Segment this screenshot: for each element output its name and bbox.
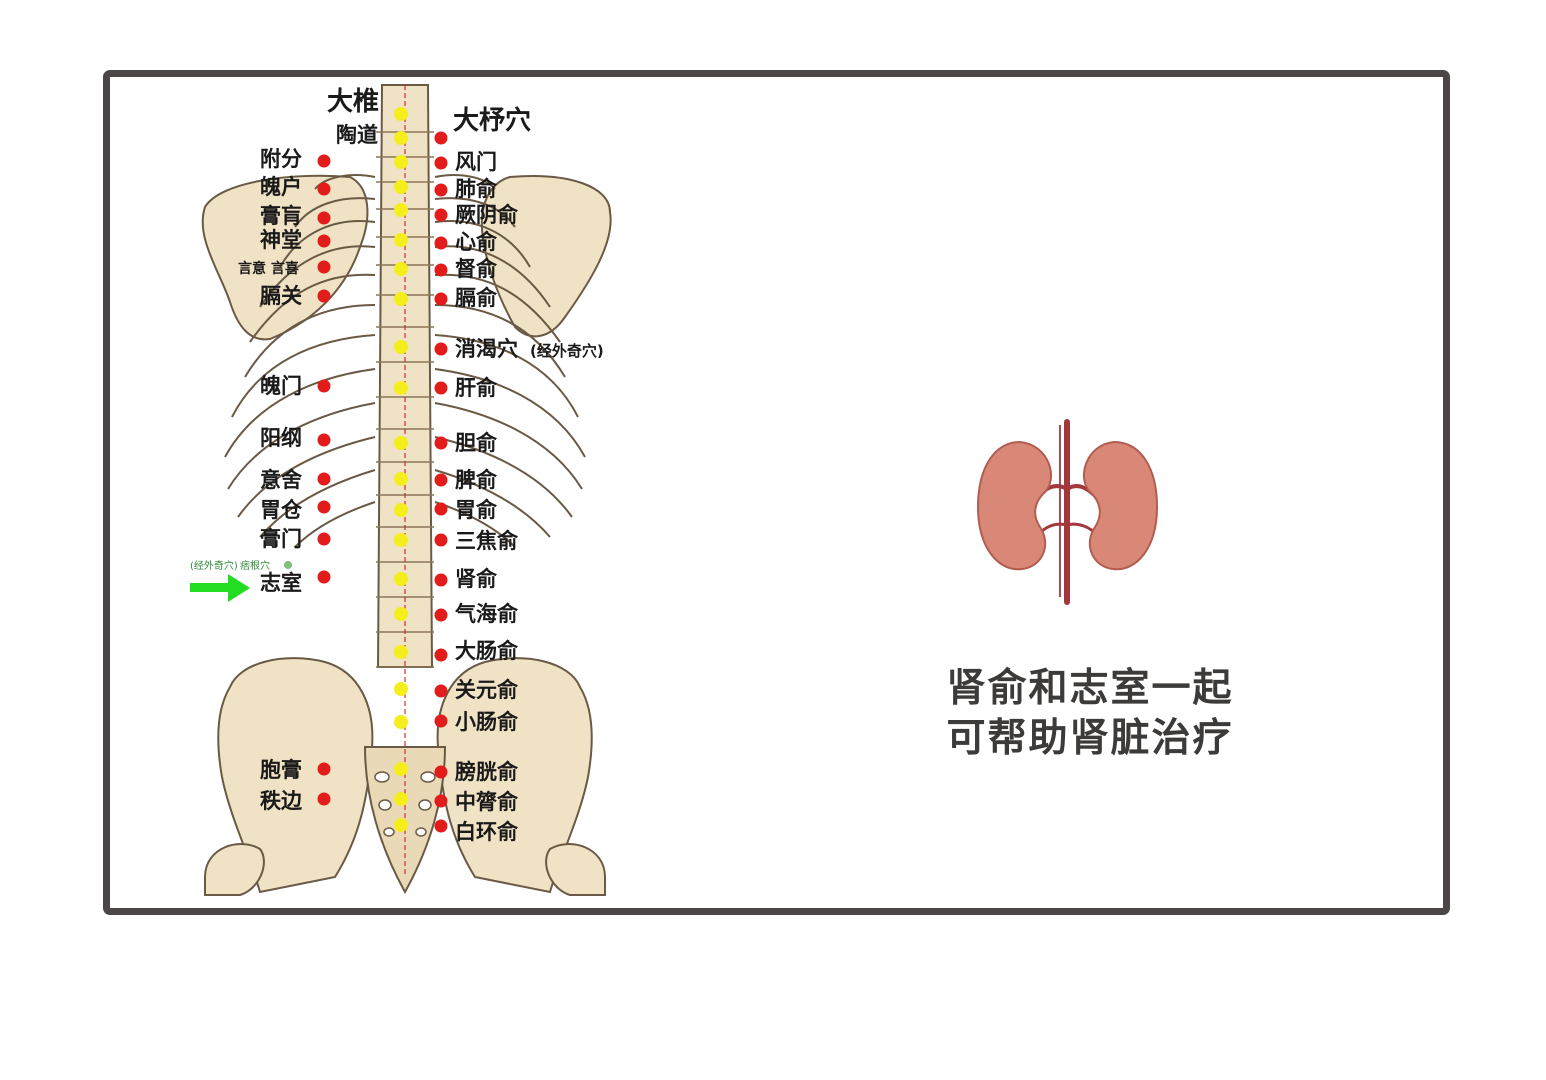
label-jueyinshu: 厥阴俞 xyxy=(455,203,519,227)
label-qihaishu: 气海俞 xyxy=(454,602,519,626)
label-zhibian: 秩边 xyxy=(260,789,303,813)
right-points xyxy=(434,156,448,833)
green-arrow-icon xyxy=(190,574,250,602)
right-iliac xyxy=(436,657,593,894)
label-dachangshu: 大肠俞 xyxy=(455,639,519,663)
right-ribs xyxy=(434,174,586,548)
figure-frame: 大椎 陶道 大杼穴 附分 魄户 膏肓 神堂 言意 言喜 膈关 xyxy=(103,70,1450,915)
back-acupoint-diagram: 大椎 陶道 大杼穴 附分 魄户 膏肓 神堂 言意 言喜 膈关 xyxy=(190,84,1159,896)
label-yishe: 意舍 xyxy=(260,468,303,492)
label-pomen: 魄门 xyxy=(260,374,302,398)
kidney-illustration xyxy=(976,419,1159,605)
label-yanggang: 阳纲 xyxy=(260,426,302,450)
label-weicang: 胃仓 xyxy=(260,498,303,522)
label-taodao: 陶道 xyxy=(336,123,378,147)
label-ganshu: 肝俞 xyxy=(455,376,498,400)
point-pigen xyxy=(284,561,292,569)
label-feishu: 肺俞 xyxy=(455,177,498,201)
sacral-foramina xyxy=(374,771,436,837)
right-scapula xyxy=(480,175,612,338)
label-pangguangshu: 膀胱俞 xyxy=(454,760,519,784)
point-dazhu xyxy=(434,131,448,145)
right-kidney xyxy=(1082,440,1159,571)
label-xiaochangshu: 小肠俞 xyxy=(455,710,519,734)
label-shenshu: 肾俞 xyxy=(455,567,498,591)
label-gaomen: 膏门 xyxy=(260,527,302,551)
label-zhishi: 志室 xyxy=(260,571,302,595)
left-kidney xyxy=(976,440,1052,571)
left-points xyxy=(317,154,331,806)
caption-line-1: 肾俞和志室一起 xyxy=(946,666,1234,711)
label-fengmen: 风门 xyxy=(455,150,497,174)
label-gaohuang: 膏肓 xyxy=(260,204,302,228)
skeleton-illustration xyxy=(201,84,612,896)
label-guanyuanshu: 关元俞 xyxy=(455,678,519,702)
caption: 肾俞和志室一起 可帮助肾脏治疗 xyxy=(910,664,1270,764)
label-yixi: 言意 言喜 xyxy=(238,260,299,277)
label-danshu: 胆俞 xyxy=(455,431,498,455)
label-weishu: 胃俞 xyxy=(455,498,498,522)
label-xiaoke-note: (经外奇穴) xyxy=(530,342,604,360)
label-xinshu: 心俞 xyxy=(455,230,498,254)
label-sanjiaoshu: 三焦俞 xyxy=(455,529,519,553)
label-baogao: 胞膏 xyxy=(260,758,302,782)
left-labels: 附分 魄户 膏肓 神堂 言意 言喜 膈关 魄门 阳纲 意舍 胃仓 膏门 志室 胞… xyxy=(238,147,303,813)
label-geguan: 膈关 xyxy=(259,284,302,308)
label-fufen: 附分 xyxy=(260,147,302,171)
left-ribs xyxy=(224,174,376,548)
label-baihuanshu: 白环俞 xyxy=(455,820,519,844)
label-geshu: 膈俞 xyxy=(454,286,498,310)
spine-points xyxy=(394,107,408,832)
left-iliac xyxy=(217,657,374,894)
label-pigen: 痞根穴 xyxy=(240,559,270,572)
right-femur-head xyxy=(545,843,606,896)
left-femur-head xyxy=(204,843,265,896)
caption-line-2: 可帮助肾脏治疗 xyxy=(946,716,1234,761)
label-pishu: 脾俞 xyxy=(455,468,498,492)
label-shentang: 神堂 xyxy=(260,228,302,252)
label-pohu: 魄户 xyxy=(260,175,302,199)
label-dazhu: 大杼穴 xyxy=(453,106,531,136)
label-zhonglvshu: 中膂俞 xyxy=(455,790,519,814)
label-pigen-note: (经外奇穴) xyxy=(190,559,238,572)
label-xiaoke: 消渴穴 xyxy=(455,337,518,361)
right-labels: 风门 肺俞 厥阴俞 心俞 督俞 膈俞 消渴穴 (经外奇穴) 肝俞 胆俞 脾俞 胃… xyxy=(454,150,604,844)
label-dazhui: 大椎 xyxy=(327,87,379,117)
label-dushu: 督俞 xyxy=(455,257,498,281)
